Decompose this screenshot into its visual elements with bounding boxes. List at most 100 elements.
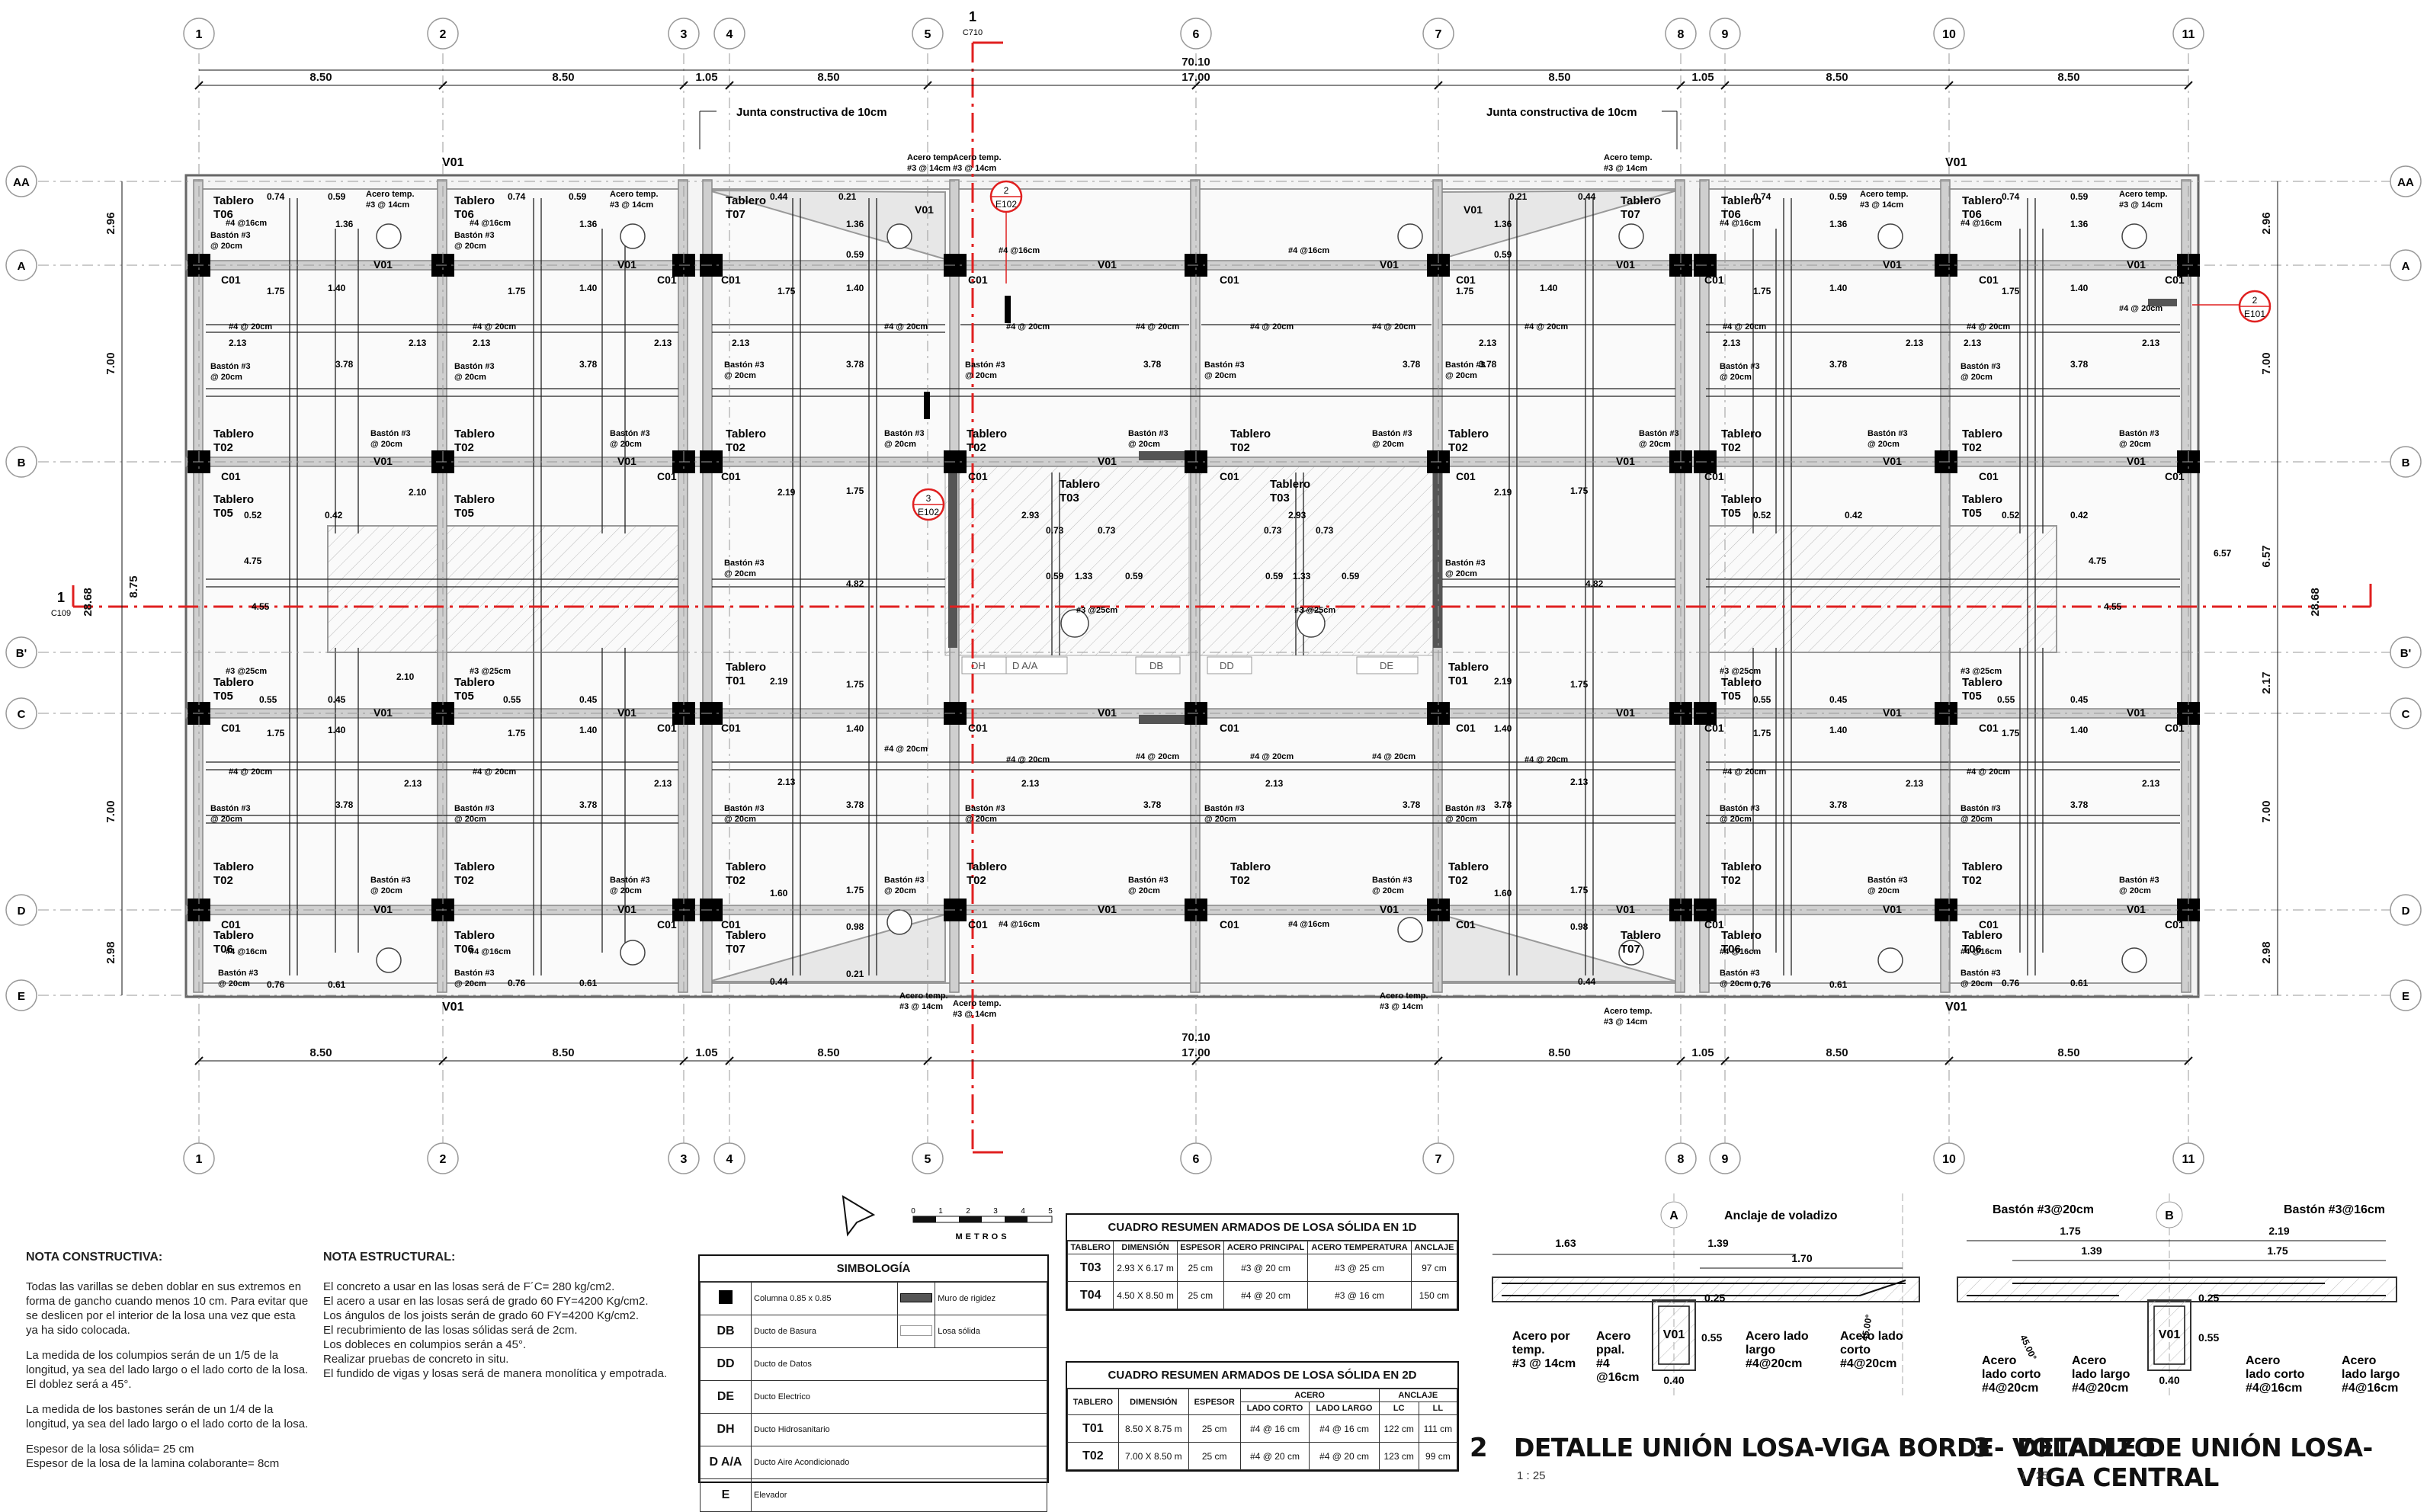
- detail3-scale: 1 : 25: [2020, 1469, 2049, 1482]
- table-2d: CUADRO RESUMEN ARMADOS DE LOSA SÓLIDA EN…: [1066, 1361, 1459, 1472]
- panel-id: T05: [454, 690, 474, 703]
- grid-col-label: 7: [1435, 28, 1442, 41]
- column-label: C01: [1456, 722, 1476, 734]
- panel-dimension: 3.78: [2070, 799, 2089, 810]
- panel-id: T02: [454, 441, 474, 454]
- grid-bubble-row: [5, 165, 37, 197]
- panel-dimension: 0.74: [2002, 191, 2020, 202]
- table-row: T03 2.93 X 6.17 m 25 cm #3 @ 20 cm #3 @ …: [1066, 1254, 1458, 1282]
- grid-bubble-row: [2390, 165, 2422, 197]
- rebar-callout: #4 @ 20cm: [1723, 767, 1766, 777]
- grid-bubble-col: [912, 1142, 944, 1174]
- rebar-callout: Bastón #3: [2119, 876, 2159, 885]
- panel-dimension: 2.19: [1494, 487, 1512, 498]
- rebar-callout: Bastón #3: [724, 360, 765, 370]
- panel-dimension: 1.40: [846, 283, 864, 293]
- dim-right: 6.57: [2260, 545, 2273, 567]
- scale-unit: METROS: [955, 1232, 1009, 1241]
- panel-dimension: 1.36: [846, 219, 864, 229]
- detail2-dim-4: 0.25: [1704, 1292, 1725, 1304]
- t1d-r0c2: 25 cm: [1176, 1254, 1224, 1282]
- detail-2-drawing: A Anclaje de voladizo 1.63 1.39 1.70 0.2…: [1492, 1193, 1920, 1399]
- rebar-callout: #4 @ 20cm: [884, 322, 928, 332]
- grid-bubble-col: [1665, 18, 1697, 50]
- grid-bubble-col: [183, 1142, 215, 1174]
- dim-value: 8.50: [2057, 71, 2079, 84]
- panel-dimension: 4.55: [252, 601, 270, 612]
- grid-bubble-col: [1180, 1142, 1212, 1174]
- rebar-callout: #4 @ 20cm: [229, 767, 272, 777]
- beam-label: V01: [374, 903, 393, 915]
- nota-estructural-p5: Los dobleces en columpios serán a 45°.: [323, 1338, 527, 1351]
- rebar-callout: #3 @ 14cm: [1604, 1017, 1647, 1027]
- rebar-callout: Acero temp.: [907, 153, 956, 162]
- detail2-scale: 1 : 25: [1517, 1469, 1546, 1482]
- panel-dimension: 3.78: [1143, 359, 1162, 370]
- callout-num-3: 3: [926, 493, 931, 504]
- panel-dimension: 3.78: [1403, 359, 1421, 370]
- t2d-r0c5: 122 cm: [1378, 1414, 1419, 1443]
- panel-dimension: 0.42: [2070, 510, 2089, 521]
- rebar-callout: #4 @ 20cm: [1723, 322, 1766, 332]
- panel-label: Tablero: [213, 929, 254, 942]
- dim-value: 1.05: [695, 71, 717, 84]
- grid-col-label: 5: [925, 1153, 931, 1166]
- grid-bubble-row: [2390, 446, 2422, 478]
- panel-label: Tablero: [1448, 661, 1489, 674]
- column-label: C01: [721, 722, 741, 734]
- grid-bubble-col: [2172, 18, 2204, 50]
- simbologia-title: SIMBOLOGÍA: [700, 1256, 1047, 1282]
- panel-dimension: 2.19: [770, 676, 788, 687]
- nota-estructural-p7: El fundido de vigas y losas será de mane…: [323, 1367, 668, 1380]
- panel-label: Tablero: [726, 860, 766, 873]
- dim-value: 8.50: [2057, 1046, 2079, 1059]
- t2d-r1c2: 25 cm: [1188, 1442, 1241, 1470]
- sym-row-e: E Elevador: [700, 1478, 1047, 1512]
- rebar-callout: #4 @16cm: [226, 947, 267, 956]
- grid-bubble-col: [427, 1142, 459, 1174]
- rebar-callout: #4 @ 20cm: [1006, 755, 1050, 764]
- panel-id: T02: [1448, 874, 1468, 887]
- rebar-callout: #3 @ 14cm: [953, 1010, 996, 1019]
- callout-sheet-e101: E101: [2244, 309, 2265, 319]
- rebar-callout: @ 20cm: [218, 979, 250, 988]
- rebar-callout: @ 20cm: [884, 886, 916, 895]
- detail2-l3b: largo: [1746, 1344, 1775, 1357]
- rebar-callout: Bastón #3: [454, 362, 495, 371]
- rebar-callout: Bastón #3: [2119, 429, 2159, 438]
- rebar-callout: #4 @ 20cm: [1372, 752, 1415, 761]
- panel-label: Tablero: [454, 493, 495, 506]
- panel-label: Tablero: [726, 929, 766, 942]
- grid-col-label: 10: [1942, 1153, 1956, 1166]
- panel-dimension: 0.59: [1342, 571, 1360, 581]
- duct-db: DB: [1149, 660, 1163, 671]
- rebar-callout: #4 @ 20cm: [1250, 752, 1294, 761]
- rebar-callout: #4 @16cm: [1961, 219, 2002, 228]
- panel-label: Tablero: [454, 929, 495, 942]
- panel-id: T02: [967, 874, 986, 887]
- t1d-r0c5: 97 cm: [1410, 1254, 1458, 1282]
- panel-dimension: 0.73: [1098, 525, 1116, 536]
- beam-label: V01: [1945, 156, 1967, 169]
- sym-extra-1: Losa sólida: [935, 1315, 1047, 1348]
- rebar-callout: @ 20cm: [1961, 373, 1993, 382]
- grid-row-label: B: [18, 456, 26, 469]
- grid-bubble-col: [668, 1142, 700, 1174]
- dim-right: 2.98: [2260, 941, 2273, 963]
- dim-right: 7.00: [2260, 352, 2273, 374]
- panel-dimension: 2.10: [396, 671, 415, 682]
- grid-row-label: A: [18, 260, 26, 273]
- dim-value: 17.00: [1181, 1046, 1210, 1059]
- panel-dimension: 0.42: [325, 510, 343, 521]
- rebar-callout: Bastón #3: [1961, 362, 2001, 371]
- rebar-callout: Bastón #3: [610, 876, 650, 885]
- nota-constructiva-title: NOTA CONSTRUCTIVA:: [26, 1251, 163, 1264]
- panel-label: Tablero: [454, 676, 495, 689]
- panel-dimension: 0.59: [328, 191, 346, 202]
- panel-dimension: 0.59: [569, 191, 587, 202]
- column-label: C01: [1704, 918, 1724, 931]
- dim-tick: [923, 81, 932, 90]
- rebar-callout: #4 @ 20cm: [1967, 322, 2010, 332]
- column-label: C01: [657, 918, 677, 931]
- rebar-callout: Bastón #3: [610, 429, 650, 438]
